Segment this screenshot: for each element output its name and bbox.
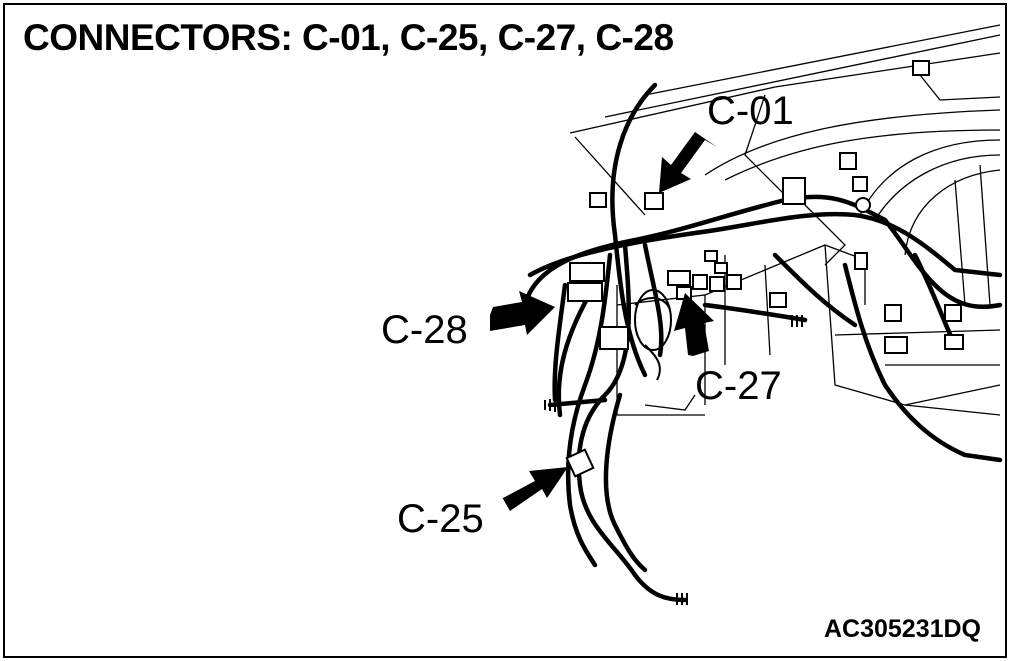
callout-label-c27: C-27 (695, 364, 782, 408)
harness-coil (634, 289, 672, 381)
arrow-c28 (490, 291, 555, 335)
page-title: CONNECTORS: C-01, C-25, C-27, C-28 (23, 17, 674, 58)
figure-code: AC305231DQ (823, 615, 981, 643)
callout-label-c01: C-01 (707, 89, 794, 133)
pointer-arrows (490, 132, 717, 511)
harness-ends (544, 315, 803, 605)
main-harness (522, 82, 1003, 603)
arrow-c25 (502, 467, 568, 511)
callout-label-c25: C-25 (397, 497, 484, 541)
diagram-frame: CONNECTORS: C-01, C-25, C-27, C-28 C-01 … (3, 3, 1007, 658)
callout-label-c28: C-28 (381, 308, 468, 352)
arrow-c27 (674, 293, 714, 356)
wiring-harness-illustration (490, 24, 1003, 605)
connector-boxes (565, 60, 964, 478)
arrow-c01 (659, 132, 717, 193)
